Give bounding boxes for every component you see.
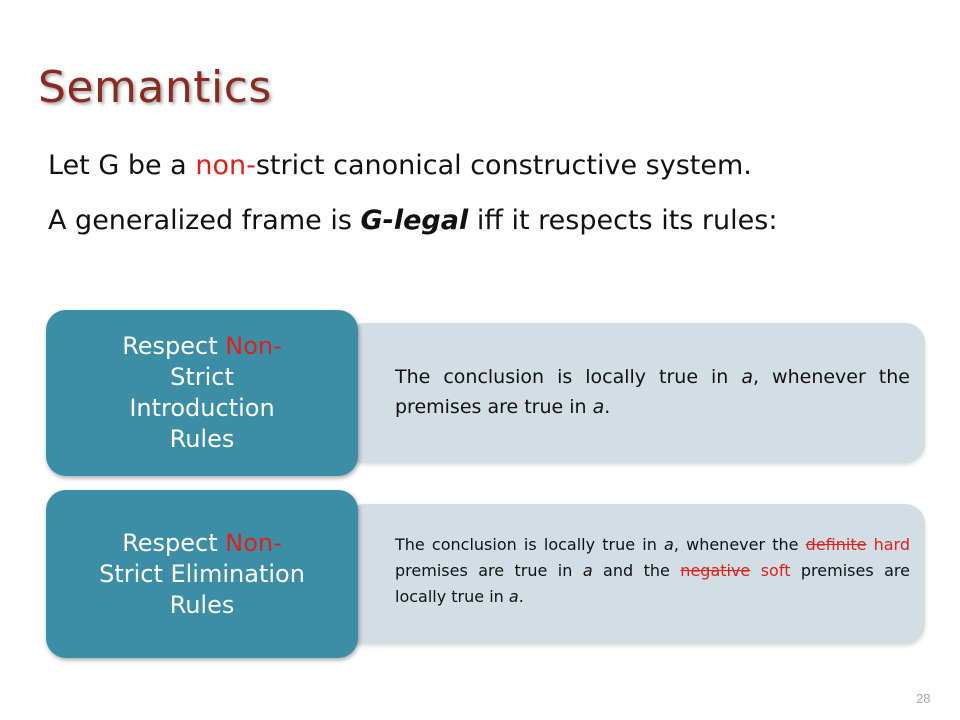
intro-desc-part-3: . bbox=[604, 396, 611, 418]
elim-rule-box-line-3: Rules bbox=[169, 590, 235, 619]
elim-desc-part-5: premises are locally true in bbox=[395, 561, 910, 606]
intro-rule-box-respect: Respect bbox=[122, 332, 226, 360]
intro-desc-a-2: a bbox=[592, 396, 605, 418]
intro-line-1: Let G be a non-strict canonical construc… bbox=[48, 150, 752, 181]
struck-definite: definite bbox=[805, 535, 867, 554]
elim-rule-box-non: Non- bbox=[225, 528, 282, 557]
elim-desc-part-4: and the bbox=[592, 561, 681, 580]
elim-desc-a-2: a bbox=[582, 561, 593, 580]
intro-line-2: A generalized frame is G-legal iff it re… bbox=[48, 205, 777, 236]
intro-rule-box-non: Non- bbox=[225, 332, 282, 360]
intro-rule-box: Respect Non- Strict Introduction Rules bbox=[46, 310, 358, 476]
intro-rule-box-line-4: Rules bbox=[169, 425, 235, 453]
intro-line-1-before: Let G be a bbox=[48, 150, 196, 181]
intro-desc-part-2: , whenever the premises are true in bbox=[395, 366, 910, 418]
elim-rule-description: The conclusion is locally true in a, whe… bbox=[395, 532, 910, 610]
elim-rule-box-respect: Respect bbox=[122, 528, 226, 557]
elim-desc-part-2: , whenever the bbox=[673, 535, 806, 554]
elim-rule-box: Respect Non- Strict Elimination Rules bbox=[46, 490, 358, 658]
intro-rule-panel bbox=[345, 323, 925, 463]
elim-desc-a-1: a bbox=[664, 535, 674, 554]
replacement-soft: soft bbox=[750, 561, 791, 580]
elim-rule-box-line-2: Strict Elimination bbox=[99, 559, 305, 588]
intro-line-2-before: A generalized frame is bbox=[48, 205, 361, 236]
elim-desc-part-1: The conclusion is locally true in bbox=[395, 535, 665, 554]
intro-rule-description: The conclusion is locally true in a, whe… bbox=[395, 362, 910, 422]
intro-desc-a-1: a bbox=[741, 366, 754, 388]
struck-negative: negative bbox=[680, 561, 751, 580]
elim-desc-part-6: . bbox=[518, 587, 524, 606]
intro-rule-box-line-3: Introduction bbox=[129, 394, 275, 422]
page-number: 28 bbox=[916, 691, 931, 706]
intro-rule-box-line-2: Strict bbox=[170, 363, 234, 391]
elim-desc-a-3: a bbox=[508, 587, 519, 606]
g-legal-term: G-legal bbox=[360, 205, 469, 236]
elim-desc-part-3: premises are true in bbox=[395, 561, 583, 580]
intro-desc-part-1: The conclusion is locally true in bbox=[395, 366, 742, 388]
elim-rule-panel bbox=[345, 504, 925, 644]
intro-rule-box-line-1: Respect Non- bbox=[122, 331, 282, 362]
elim-rule-box-line-1: Respect Non- bbox=[122, 528, 282, 559]
intro-line-1-after: strict canonical constructive system. bbox=[255, 150, 752, 181]
slide-title: Semantics bbox=[38, 62, 272, 113]
replacement-hard: hard bbox=[866, 535, 911, 554]
non-highlight: non- bbox=[195, 150, 256, 181]
intro-line-2-after: iff it respects its rules: bbox=[468, 205, 778, 236]
